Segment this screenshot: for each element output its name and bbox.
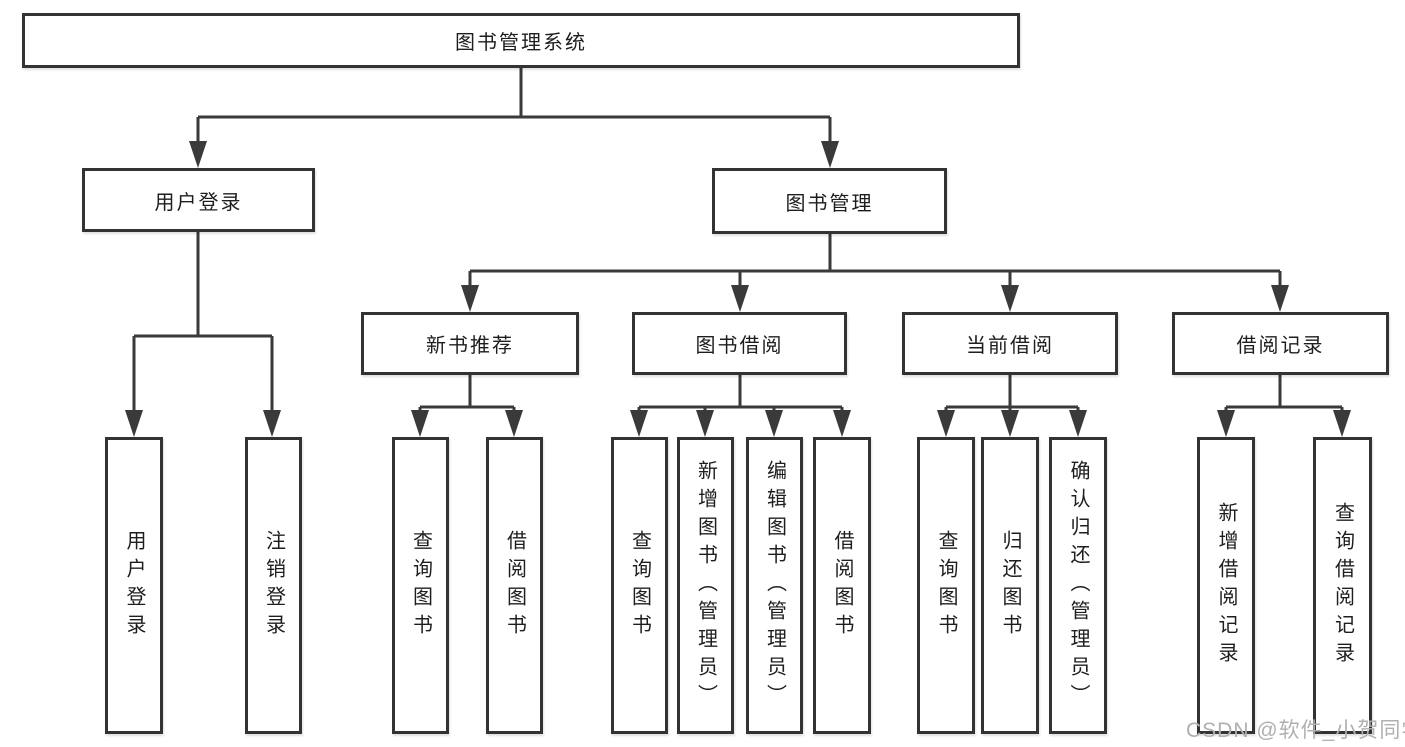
leaf-edit-books-admin: 编辑图书（管理员）: [746, 437, 803, 734]
node-current-borrowing: 当前借阅: [902, 312, 1118, 375]
node-borrowing-records: 借阅记录: [1172, 312, 1389, 375]
node-borrowing-records-label: 借阅记录: [1236, 335, 1325, 357]
node-book-borrowing: 图书借阅: [632, 312, 847, 375]
node-book-borrowing-label: 图书借阅: [695, 335, 784, 357]
node-current-borrowing-label: 当前借阅: [966, 335, 1054, 357]
node-root-system: 图书管理系统: [22, 13, 1020, 68]
leaf-query-books-current-label: 查询图书: [935, 529, 957, 642]
leaf-edit-books-admin-label: 编辑图书（管理员）: [763, 459, 786, 712]
leaf-query-books-recommend-label: 查询图书: [409, 529, 432, 642]
leaf-logout: 注销登录: [245, 437, 302, 734]
leaf-query-borrow-record: 查询借阅记录: [1313, 437, 1372, 734]
leaf-borrow-books-recommend: 借阅图书: [486, 437, 543, 734]
node-user-login-label: 用户登录: [154, 191, 243, 214]
leaf-user-login-label: 用户登录: [123, 529, 145, 642]
node-new-book-recommend: 新书推荐: [361, 312, 579, 375]
leaf-query-books-borrowing: 查询图书: [611, 437, 668, 734]
csdn-watermark: CSDN @软件_小贺同学: [1186, 719, 1405, 742]
node-root-label: 图书管理系统: [455, 32, 587, 54]
leaf-query-books-recommend: 查询图书: [392, 437, 449, 734]
leaf-borrow-books-recommend-label: 借阅图书: [503, 529, 526, 642]
leaf-user-login: 用户登录: [105, 437, 163, 734]
leaf-query-borrow-record-label: 查询借阅记录: [1331, 501, 1354, 670]
leaf-return-books-label: 归还图书: [999, 529, 1021, 642]
leaf-add-borrow-record-label: 新增借阅记录: [1215, 501, 1237, 670]
leaf-confirm-return-admin-label: 确认归还（管理员）: [1067, 459, 1089, 712]
leaf-query-books-borrowing-label: 查询图书: [628, 529, 651, 642]
leaf-query-books-current: 查询图书: [917, 437, 975, 734]
leaf-confirm-return-admin: 确认归还（管理员）: [1049, 437, 1107, 734]
leaf-add-books-admin-label: 新增图书（管理员）: [694, 459, 717, 712]
leaf-logout-label: 注销登录: [262, 529, 285, 642]
node-book-management: 图书管理: [712, 168, 947, 234]
node-book-management-label: 图书管理: [785, 192, 874, 215]
leaf-return-books: 归还图书: [981, 437, 1039, 734]
node-user-login: 用户登录: [82, 168, 315, 232]
leaf-add-borrow-record: 新增借阅记录: [1197, 437, 1255, 734]
leaf-borrow-books: 借阅图书: [813, 437, 871, 734]
leaf-borrow-books-label: 借阅图书: [831, 529, 853, 642]
leaf-add-books-admin: 新增图书（管理员）: [677, 437, 734, 734]
node-new-book-recommend-label: 新书推荐: [426, 335, 514, 357]
